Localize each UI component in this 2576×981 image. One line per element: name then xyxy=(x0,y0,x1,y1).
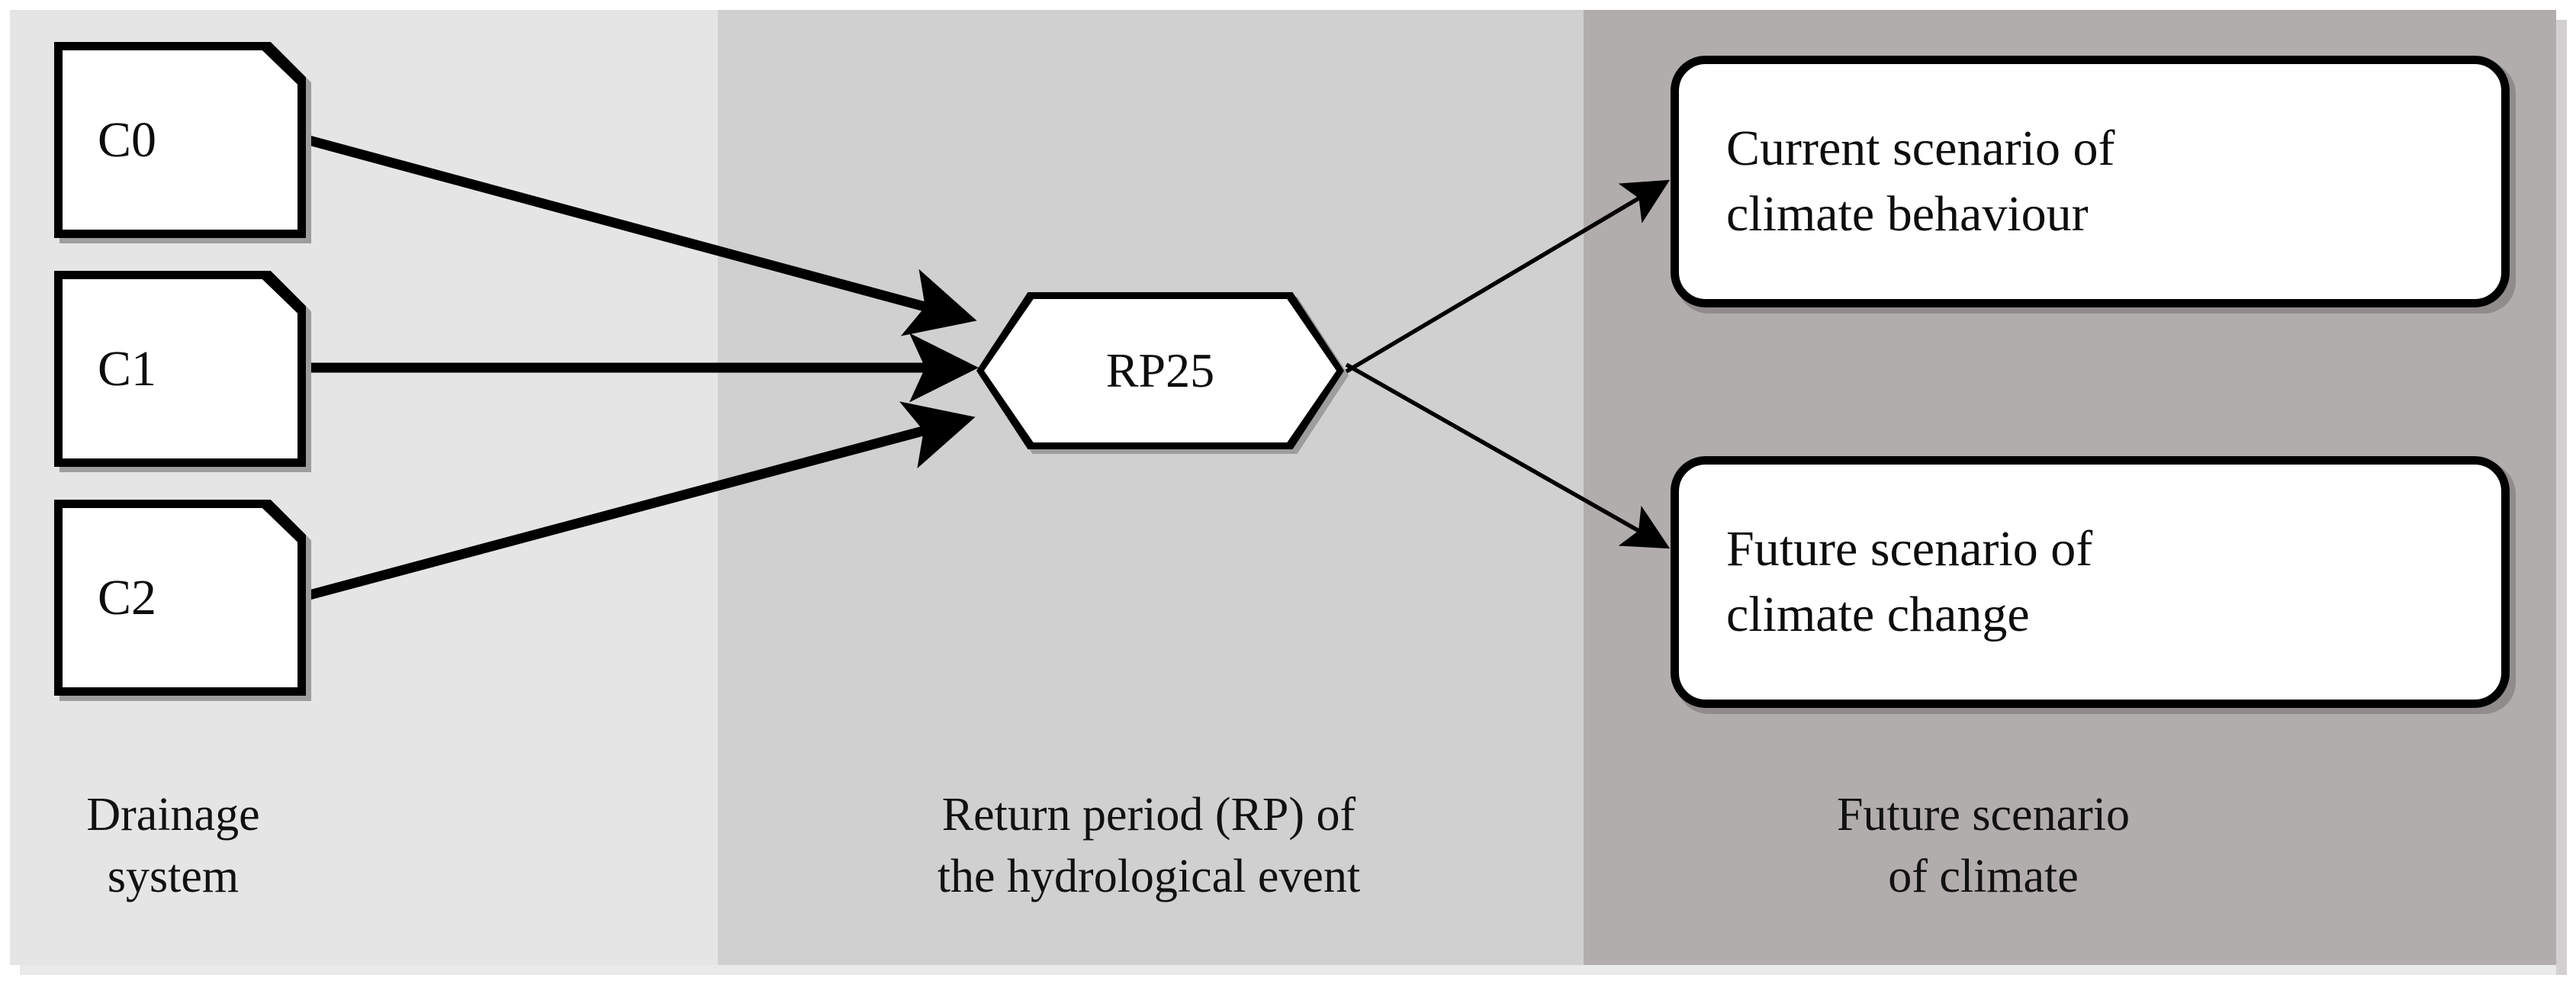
caption-line1: Drainage xyxy=(86,789,260,841)
node-label-line1: Future scenario of xyxy=(1726,521,2093,577)
node-c1[interactable]: C1 xyxy=(54,271,311,472)
rounded-rect-shape: Future scenario of climate change xyxy=(1671,456,2510,708)
node-c2[interactable]: C2 xyxy=(54,500,311,701)
rounded-rect-shape: Current scenario of climate behaviour xyxy=(1671,56,2510,307)
caption-line2: the hydrological event xyxy=(937,850,1361,902)
node-body: C2 xyxy=(63,508,297,687)
node-future-scenario[interactable]: Future scenario of climate change xyxy=(1671,456,2516,714)
banner-shadow-right xyxy=(2556,20,2567,975)
node-c0[interactable]: C0 xyxy=(54,42,311,243)
caption-line2: of climate xyxy=(1888,850,2079,902)
caption-line1: Future scenario xyxy=(1837,789,2130,841)
node-label: RP25 xyxy=(1105,343,1215,397)
node-current-scenario[interactable]: Current scenario of climate behaviour xyxy=(1671,56,2516,314)
caption-drainage: Drainage system xyxy=(10,784,336,907)
node-body: C1 xyxy=(63,279,297,458)
caption-line1: Return period (RP) of xyxy=(941,789,1356,841)
banner-shadow-bottom xyxy=(20,965,2556,975)
caption-line2: system xyxy=(107,850,240,902)
caption-return-period: Return period (RP) of the hydrological e… xyxy=(783,784,1515,907)
node-label: C1 xyxy=(98,340,157,397)
node-rp25[interactable]: RP25 xyxy=(976,292,1349,454)
node-label-line2: climate change xyxy=(1726,587,2030,642)
node-body: RP25 xyxy=(984,299,1336,442)
node-label-line1: Current scenario of xyxy=(1726,121,2115,177)
node-label-line2: climate behaviour xyxy=(1726,186,2089,242)
node-body: C0 xyxy=(63,50,297,230)
caption-climate: Future scenario of climate xyxy=(1701,784,2266,907)
node-label: C0 xyxy=(98,111,157,168)
node-label: C2 xyxy=(98,569,157,626)
